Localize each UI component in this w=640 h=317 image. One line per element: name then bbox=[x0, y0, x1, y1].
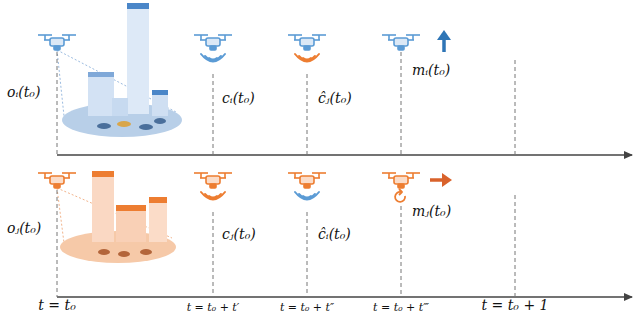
city-orange bbox=[57, 171, 176, 263]
signal-label: oᵢ(t₀) bbox=[7, 84, 40, 101]
motion-arrow bbox=[430, 30, 452, 187]
drone bbox=[38, 35, 420, 188]
signal-label: mᵢ(t₀) bbox=[412, 62, 450, 79]
city-blue bbox=[57, 3, 182, 137]
signal-label: oⱼ(t₀) bbox=[7, 220, 41, 237]
time-label: t = t₀ + t′ bbox=[187, 301, 240, 314]
signal-label: mⱼ(t₀) bbox=[412, 203, 451, 220]
time-label: t = t₀ + 1 bbox=[481, 297, 548, 314]
time-marker bbox=[57, 52, 515, 297]
signal-label: ĉᵢ(t₀) bbox=[318, 226, 351, 243]
time-label: t = t₀ + t‴ bbox=[373, 301, 429, 314]
time-axis bbox=[57, 154, 632, 155]
wireless-symbol bbox=[201, 54, 319, 200]
rotate-symbol bbox=[395, 189, 405, 202]
signal-label: ĉⱼ(t₀) bbox=[318, 90, 352, 107]
time-label: t = t₀ bbox=[38, 297, 76, 314]
time-label: t = t₀ + t″ bbox=[280, 301, 334, 314]
signal-label: cⱼ(t₀) bbox=[222, 226, 256, 243]
signal-label: cᵢ(t₀) bbox=[222, 90, 255, 107]
